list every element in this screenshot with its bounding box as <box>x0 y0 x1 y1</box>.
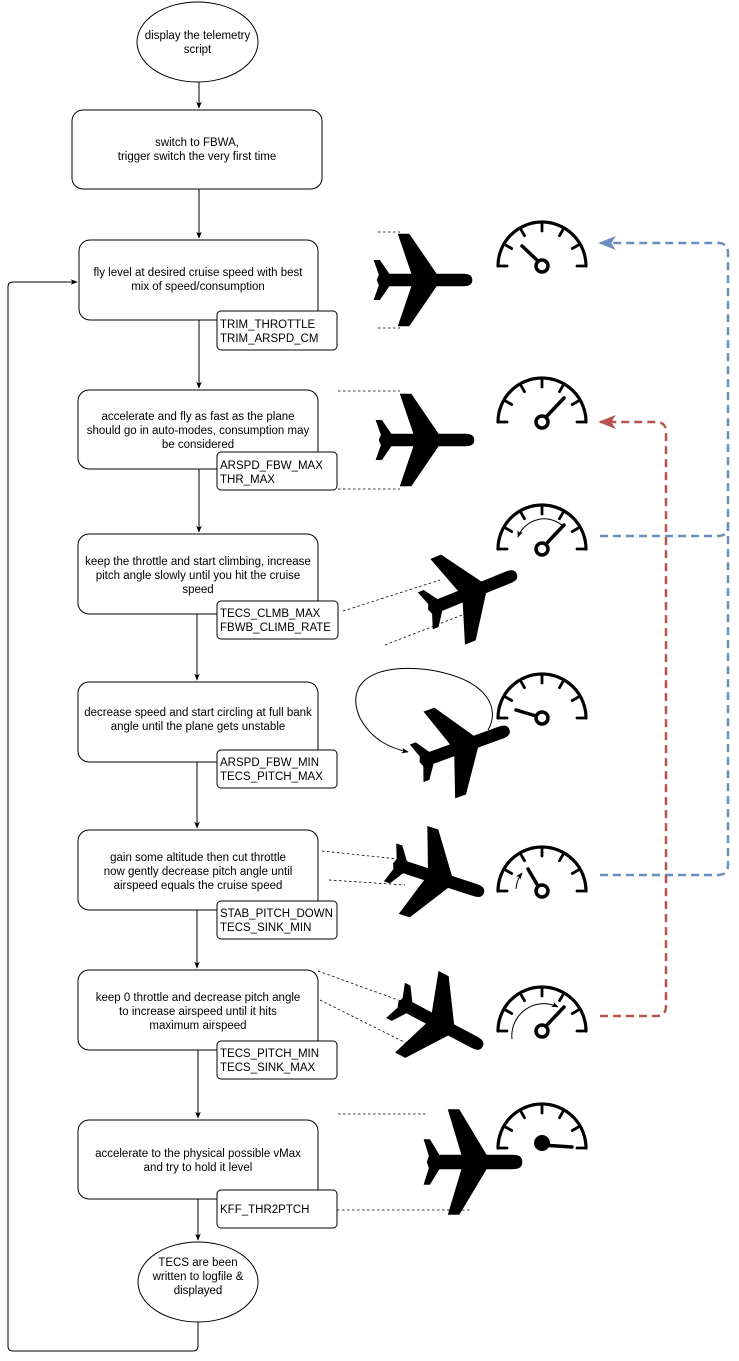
step-3: accelerate and fly as fast as the plane … <box>77 389 338 491</box>
airplane-icon <box>375 393 475 487</box>
airplane-icon <box>407 531 535 654</box>
loop-back-arrow <box>7 279 199 1352</box>
blue-link-return <box>600 520 730 877</box>
step-6-text-2: now gently decrease pitch angle until <box>104 866 293 878</box>
step-5-param-2: TECS_PITCH_MAX <box>220 771 323 783</box>
step-5-param-1: ARSPD_FBW_MIN <box>220 757 319 769</box>
step-7-text-3: maximum airspeed <box>149 1020 246 1032</box>
speedometer-icon <box>496 845 588 899</box>
step-5: decrease speed and start circling at ful… <box>77 681 338 789</box>
step-4-text-2: pitch angle slowly until you hit the cru… <box>96 570 301 582</box>
step-1: switch to FBWA, trigger switch the very … <box>71 109 323 190</box>
end-node: TECS are been written to logfile & displ… <box>137 1241 259 1323</box>
speedometer-icon <box>496 672 588 726</box>
speedometer-icon <box>496 376 588 430</box>
red-link-arrow <box>598 415 668 1018</box>
step-3-param-1: ARSPD_FBW_MAX <box>220 460 323 472</box>
step-1-text-2: trigger switch the very first time <box>118 151 276 163</box>
step-4: keep the throttle and start climbing, in… <box>77 533 339 640</box>
step-8-text-2: and try to hold it level <box>144 1162 253 1174</box>
step-8: accelerate to the physical possible vMax… <box>77 1119 338 1229</box>
step-2-text-1: fly level at desired cruise speed with b… <box>93 267 303 279</box>
speedometer-icon <box>496 1102 588 1151</box>
airplane-icon <box>373 233 473 327</box>
step-6-param-1: STAB_PITCH_DOWN <box>220 908 333 920</box>
step-3-param-2: THR_MAX <box>220 474 275 486</box>
step-7-text-2: to increase airspeed until it hits <box>119 1006 277 1018</box>
step-8-text-1: accelerate to the physical possible vMax <box>95 1148 301 1160</box>
step-4-text-1: keep the throttle and start climbing, in… <box>85 556 311 568</box>
speedometer-icon <box>496 220 588 274</box>
airplane-icon <box>423 1109 523 1215</box>
step-2-param-2: TRIM_ARSPD_CM <box>220 333 318 345</box>
step-4-param-2: FBWB_CLIMB_RATE <box>220 622 331 634</box>
motion-lines <box>317 231 476 1211</box>
step-4-param-1: TECS_CLMB_MAX <box>220 608 321 620</box>
end-node-text-2: written to logfile & <box>152 1271 244 1283</box>
step-7-param-2: TECS_SINK_MAX <box>220 1062 316 1074</box>
end-node-text-1: TECS are been <box>158 1257 237 1269</box>
step-1-text-1: switch to FBWA, <box>155 137 239 149</box>
step-5-text-2: angle until the plane gets unstable <box>111 721 286 733</box>
speedometer-icon <box>496 503 588 557</box>
step-7-text-1: keep 0 throttle and decrease pitch angle <box>96 992 301 1004</box>
step-2-text-2: mix of speed/consumption <box>131 281 265 293</box>
start-node-text-2: script <box>184 44 212 56</box>
step-5-text-1: decrease speed and start circling at ful… <box>84 707 312 719</box>
step-7-param-1: TECS_PITCH_MIN <box>220 1048 319 1060</box>
airplane-icon <box>373 959 505 1088</box>
start-node-text-1: display the telemetry <box>145 30 251 42</box>
start-node: display the telemetry script <box>136 1 259 83</box>
flow-arrows <box>194 82 202 1241</box>
step-3-text-2: should go in auto-modes, consumption may <box>87 425 310 437</box>
step-3-text-3: be considered <box>162 439 234 451</box>
step-2: fly level at desired cruise speed with b… <box>78 239 338 351</box>
step-2-param-1: TRIM_THROTTLE <box>220 319 316 331</box>
blue-link-arrow <box>598 236 730 538</box>
step-3-text-1: accelerate and fly as fast as the plane <box>101 411 294 423</box>
airplane-icon <box>375 818 499 937</box>
end-node-text-3: displayed <box>174 1285 223 1297</box>
step-7: keep 0 throttle and decrease pitch angle… <box>77 969 338 1080</box>
speedometer-icon <box>496 985 588 1040</box>
step-6-text-3: airspeed equals the cruise speed <box>114 880 283 892</box>
step-6-text-1: gain some altitude then cut throttle <box>110 852 286 864</box>
step-4-text-3: speed <box>182 584 213 596</box>
step-6: gain some altitude then cut throttle now… <box>77 829 338 940</box>
circling-path-arrow <box>355 667 493 754</box>
step-6-param-2: TECS_SINK_MIN <box>220 922 311 934</box>
step-8-param-1: KFF_THR2PTCH <box>220 1204 309 1216</box>
airplane-icon <box>400 686 526 807</box>
